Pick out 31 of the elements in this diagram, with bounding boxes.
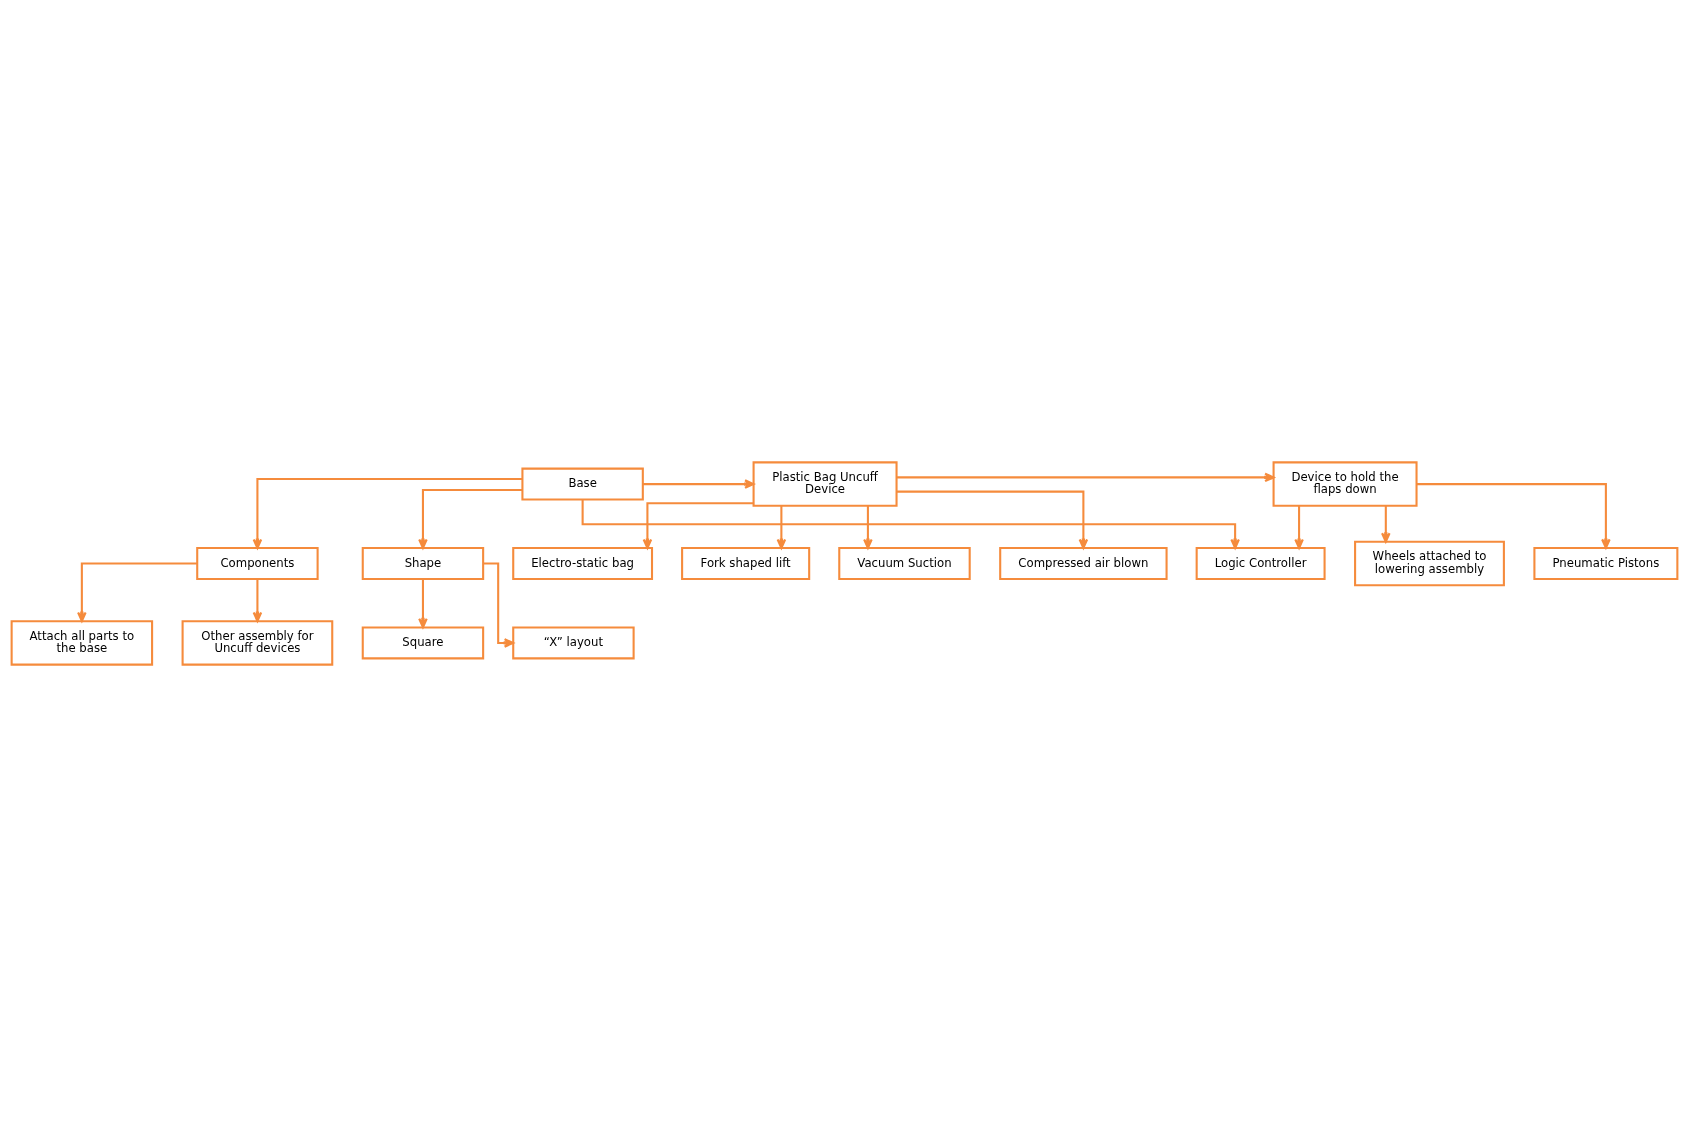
arrow [483,562,515,648]
node-box: Plastic Bag Uncuff Device [752,461,898,507]
arrow [418,488,523,549]
arrow [863,506,873,549]
arrow [77,562,197,623]
node-box: “X” layout [512,626,635,660]
arrow [1416,483,1611,549]
node-box: Shape [361,547,485,580]
node-box: Wheels attached to lowering assembly [1354,540,1505,587]
arrow [1294,506,1304,549]
arrow [896,490,1089,549]
node-box: Logic Controller [1195,547,1326,580]
node-box: Components [196,547,319,580]
arrow [1381,506,1391,543]
node-box: Electro-static bag [512,547,654,580]
arrow [896,472,1275,483]
arrow [642,479,755,489]
arrow [252,579,263,622]
node-box: Other assembly for Uncuff devices [181,620,334,666]
node-box: Square [361,626,485,660]
node-box: Fork shaped lift [681,547,811,580]
node-box: Attach all parts to the base [10,620,154,666]
arrow [642,502,754,550]
node-box: Base [521,467,644,501]
node-box: Compressed air blown [999,547,1168,580]
node-box: Vacuum Suction [838,547,971,580]
node-box: Pneumatic Pistons [1533,547,1679,580]
arrow [776,506,787,549]
arrow [252,478,523,550]
arrow [418,579,428,629]
node-box: Device to hold the flaps down [1272,461,1418,507]
